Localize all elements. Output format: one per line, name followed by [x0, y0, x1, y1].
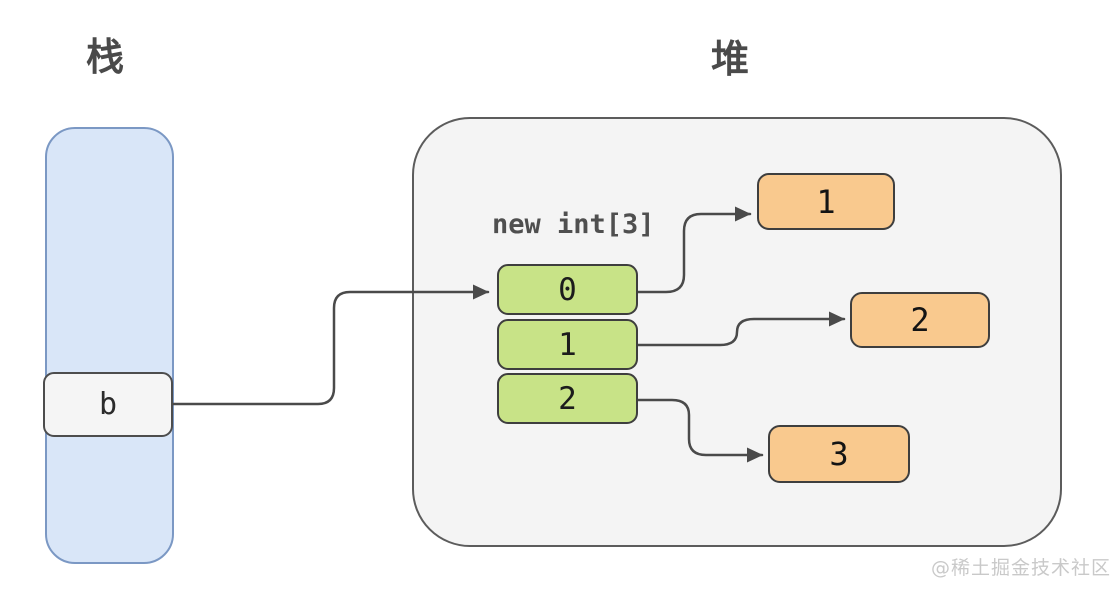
value-box-1: 1: [757, 173, 895, 230]
array-cell-1: 1: [497, 319, 638, 370]
array-cell-2: 2: [497, 373, 638, 424]
array-label: new int[3]: [492, 209, 655, 240]
stack-column: [45, 127, 174, 564]
value-box-label: 3: [829, 435, 849, 473]
value-box-label: 1: [816, 182, 836, 221]
stack-variable-b: b: [43, 372, 173, 437]
value-box-2: 2: [850, 292, 990, 348]
value-box-label: 2: [910, 301, 930, 339]
value-box-3: 3: [768, 425, 910, 483]
stack-title: 栈: [86, 35, 126, 79]
stack-variable-label: b: [98, 387, 118, 422]
watermark: @稀土掘金技术社区: [931, 557, 1112, 579]
array-cell-0: 0: [497, 264, 638, 315]
array-cell-label: 2: [558, 380, 577, 417]
heap-title: 堆: [711, 37, 751, 81]
array-cell-label: 0: [558, 271, 577, 308]
array-cell-label: 1: [558, 326, 577, 363]
